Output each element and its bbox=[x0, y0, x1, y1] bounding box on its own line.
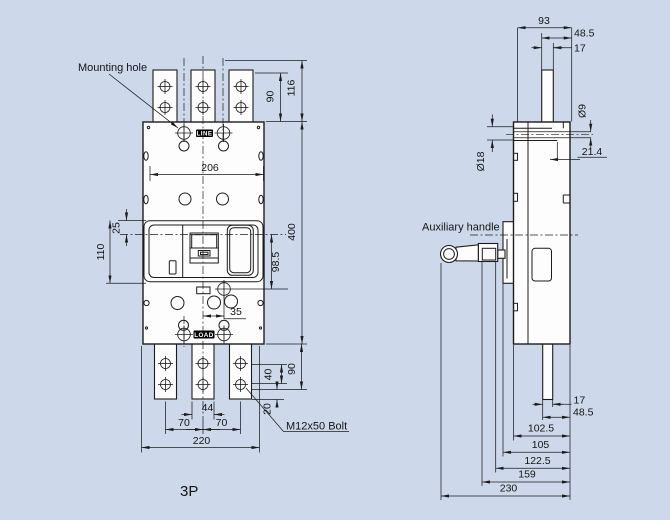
load-badge bbox=[193, 330, 215, 339]
front-centerlines bbox=[120, 56, 286, 420]
handle-knob bbox=[439, 244, 459, 264]
dim-bottom-offset: 90 bbox=[286, 363, 298, 375]
dim-blade-offset-top: 48.5 bbox=[574, 28, 595, 40]
front-dimension-lines bbox=[108, 60, 304, 450]
dim-blade-offset-bottom: 48.5 bbox=[573, 407, 594, 419]
front-view: LINE LOAD bbox=[78, 56, 349, 500]
load-badge-label: LOAD bbox=[194, 332, 213, 339]
side-top-blade bbox=[541, 69, 554, 123]
auxiliary-handle bbox=[439, 242, 506, 264]
side-edge-details bbox=[513, 152, 570, 312]
toggle-handle bbox=[197, 250, 211, 257]
dim-top-hole-offset: 90 bbox=[265, 91, 277, 103]
dim-handle-to-hole: 98.5 bbox=[270, 252, 282, 273]
line-badge bbox=[196, 129, 213, 137]
case-details bbox=[143, 123, 264, 344]
view-label-3p: 3P bbox=[180, 483, 198, 500]
dim-handle-offset: 25 bbox=[111, 222, 123, 234]
trip-button bbox=[168, 260, 177, 275]
front-panel bbox=[143, 220, 264, 283]
dim-depth-body: 102.5 bbox=[528, 423, 554, 435]
dim-bottom-edge: 20 bbox=[262, 403, 274, 415]
dim-panel-height: 110 bbox=[95, 243, 107, 260]
side-terminal-detail bbox=[513, 122, 591, 160]
auxiliary-handle-label: Auxiliary handle bbox=[422, 222, 500, 234]
dim-overall-width: 220 bbox=[193, 435, 211, 447]
line-badge-label: LINE bbox=[197, 130, 213, 137]
dim-pole-pitch-right: 70 bbox=[216, 417, 228, 429]
dim-depth-handle-base: 122.5 bbox=[524, 455, 550, 467]
dim-depth-handle: 159 bbox=[518, 469, 536, 481]
side-view: Auxiliary handle 93 48.5 17 Ø9 Ø18 21.4 … bbox=[422, 15, 607, 500]
dim-body-height: 400 bbox=[286, 223, 298, 241]
dim-hole-dia-small: Ø9 bbox=[577, 104, 589, 118]
dim-offset-21-4: 21.4 bbox=[582, 146, 603, 158]
mounting-hole-label: Mounting hole bbox=[78, 62, 147, 74]
dim-hole-offset-x: 35 bbox=[230, 306, 242, 318]
side-centerlines bbox=[470, 134, 593, 236]
dim-inner-width: 206 bbox=[201, 162, 219, 174]
mounting-hole-leader bbox=[108, 73, 179, 129]
breaker-body-side bbox=[512, 121, 571, 345]
dim-hole-dia-large: Ø18 bbox=[475, 151, 487, 171]
dim-pole-pitch-left: 70 bbox=[178, 417, 190, 429]
nameplate bbox=[226, 224, 254, 276]
dim-depth-flange: 105 bbox=[532, 439, 550, 451]
side-dimension-lines bbox=[441, 26, 593, 498]
dim-top-overall: 116 bbox=[286, 79, 298, 96]
dim-bottom-hole-pitch: 40 bbox=[263, 369, 275, 381]
bolt-note-label: M12x50 Bolt bbox=[286, 421, 347, 433]
dim-depth-top: 93 bbox=[538, 15, 550, 27]
dim-terminal-width: 44 bbox=[202, 402, 214, 414]
side-extension-lines bbox=[440, 28, 607, 500]
front-extension-lines bbox=[106, 60, 307, 453]
dim-blade-thickness-bottom: 17 bbox=[574, 395, 586, 407]
bolt-leader bbox=[245, 387, 349, 432]
dim-depth-overall: 230 bbox=[500, 483, 518, 495]
side-bottom-blade bbox=[542, 343, 554, 401]
dim-blade-thickness-top: 17 bbox=[574, 43, 586, 55]
